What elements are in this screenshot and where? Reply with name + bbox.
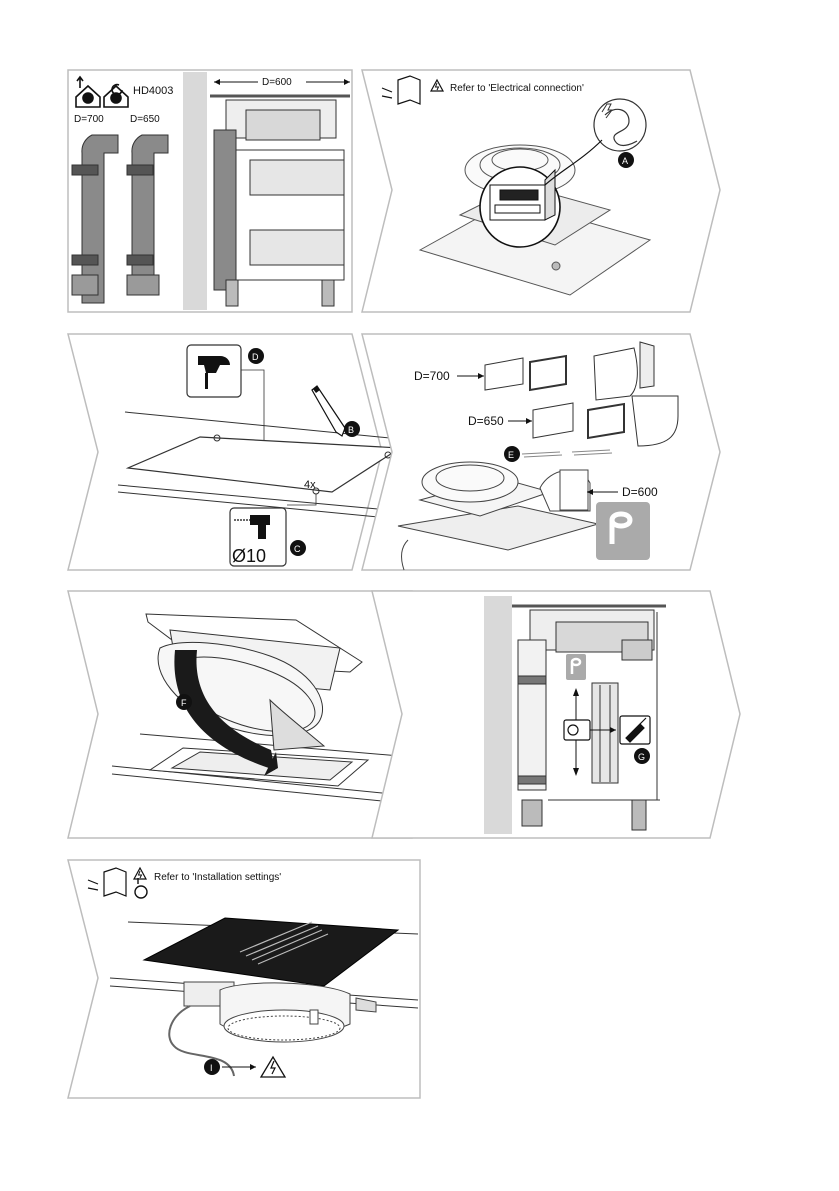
electrical-note: Refer to 'Electrical connection' (450, 83, 584, 94)
hole-count: 4x (304, 479, 316, 491)
duct-600-label: D=600 (622, 485, 658, 499)
marker-e-label: E (508, 450, 514, 460)
panel-electrical: Refer to 'Electrical connection' A (362, 70, 720, 312)
model-label: HD4003 (133, 85, 173, 97)
panel-final-install: Refer to 'Installation settings' I (68, 860, 420, 1098)
marker-c-label: C (294, 544, 301, 554)
marker-a-label: A (622, 156, 628, 166)
marker-g-label: G (638, 752, 645, 762)
duct-700-label: D=700 (74, 114, 104, 125)
plug-zoom-circle (594, 99, 646, 151)
panel-cabinet-measure: G (372, 591, 740, 838)
panel-duct-parts: D=700 D=650 E (362, 334, 720, 570)
duct-650-label: D=650 (468, 414, 504, 428)
panel-duct-options: HD4003 D=700 D=650 (68, 70, 352, 312)
wall (484, 596, 512, 834)
depth-label: D=600 (262, 77, 292, 88)
wall (183, 72, 207, 310)
panel-cutout: D B 4x Ø10 C (68, 334, 410, 570)
duct-700-label: D=700 (414, 369, 450, 383)
tape-icon-frame (596, 502, 650, 560)
marker-d-label: D (252, 352, 259, 362)
duct-650-label: D=650 (130, 114, 160, 125)
marker-b-label: B (348, 425, 354, 435)
settings-note: Refer to 'Installation settings' (154, 872, 281, 883)
marker-i-label: I (210, 1063, 213, 1073)
marker-f-label: F (181, 698, 187, 708)
drill-size: Ø10 (232, 546, 266, 566)
